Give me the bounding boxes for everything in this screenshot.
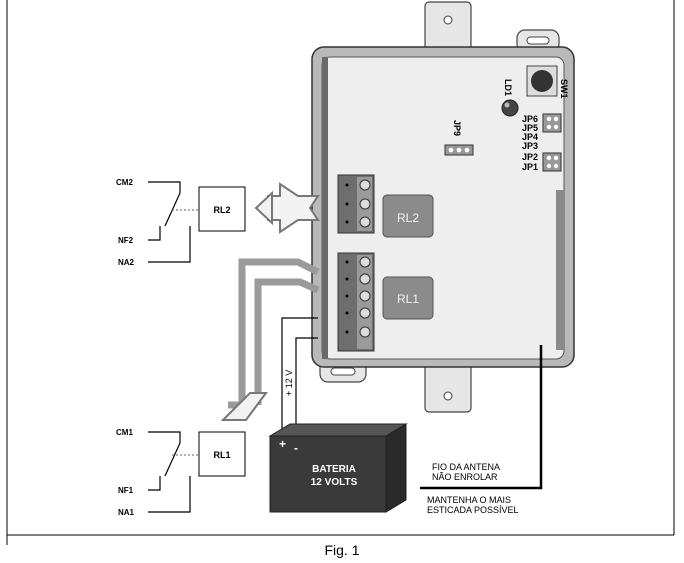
external-relay-rl2-label: RL2 <box>213 205 230 215</box>
arrow-rl2 <box>267 182 320 234</box>
jumper-label-jp1: JP1 <box>522 162 538 172</box>
jumper-label-jp4: JP4 <box>522 132 538 142</box>
external-relay-rl1-label: RL1 <box>213 450 230 460</box>
receiver-enclosure <box>311 46 575 368</box>
external-relay-rl2 <box>198 186 246 232</box>
switch-sw1 <box>526 65 558 97</box>
rl2-na-label: NA2 <box>118 258 135 267</box>
led-ld1 <box>501 99 519 117</box>
mount-tab-bottom <box>424 359 472 413</box>
battery-plus: + <box>279 437 286 451</box>
jumper-jp9 <box>444 144 474 156</box>
figure-caption: Fig. 1 <box>324 542 359 558</box>
battery <box>268 423 408 513</box>
antenna-wire <box>525 345 543 490</box>
wire-power-minus <box>295 337 318 437</box>
jumper-label-jp6: JP6 <box>522 114 538 124</box>
antenna-note-line4: ESTICADA POSSÍVEL <box>427 505 519 515</box>
contacts-rl1 <box>148 431 246 513</box>
board-relay-rl1-label: RL1 <box>397 292 419 306</box>
jumper-jp9-label: JP9 <box>452 120 462 136</box>
battery-minus: - <box>294 441 298 455</box>
mount-tab-top <box>424 1 472 53</box>
jumper-label-jp5: JP5 <box>522 123 538 133</box>
jumper-label-jp3: JP3 <box>522 141 538 151</box>
jumper-label-jp2: JP2 <box>522 152 538 162</box>
terminal-block-rl1 <box>337 252 375 352</box>
board-relay-rl2 <box>382 194 434 238</box>
led-label: LD1 <box>503 79 513 96</box>
wire-power-plus <box>281 317 318 437</box>
board-relay-rl2-label: RL2 <box>397 211 419 225</box>
switch-label: SW1 <box>559 79 569 99</box>
battery-label-line1: BATERIA <box>312 464 356 475</box>
board-relay-rl1 <box>382 276 434 320</box>
rl1-nf-label: NF1 <box>118 486 134 495</box>
contacts-rl2 <box>148 181 246 263</box>
terminal-block-rl2 <box>337 174 375 234</box>
antenna-note-line3: MANTENHA O MAIS <box>427 495 511 505</box>
rl1-na-label: NA1 <box>118 508 135 517</box>
battery-label-line2: 12 VOLTS <box>311 477 358 488</box>
external-relay-rl1 <box>198 431 246 477</box>
antenna-note-line1: FIO DA ANTENA <box>432 462 500 472</box>
rl1-cm-label: CM1 <box>116 428 133 437</box>
rl2-cm-label: CM2 <box>116 178 133 187</box>
jumper-pins-upper <box>542 113 562 133</box>
jumper-pins-lower <box>542 152 562 172</box>
voltage-label: + 12 V <box>284 370 294 396</box>
rl2-nf-label: NF2 <box>118 236 134 245</box>
antenna-note-line2: NÃO ENROLAR <box>432 472 498 482</box>
